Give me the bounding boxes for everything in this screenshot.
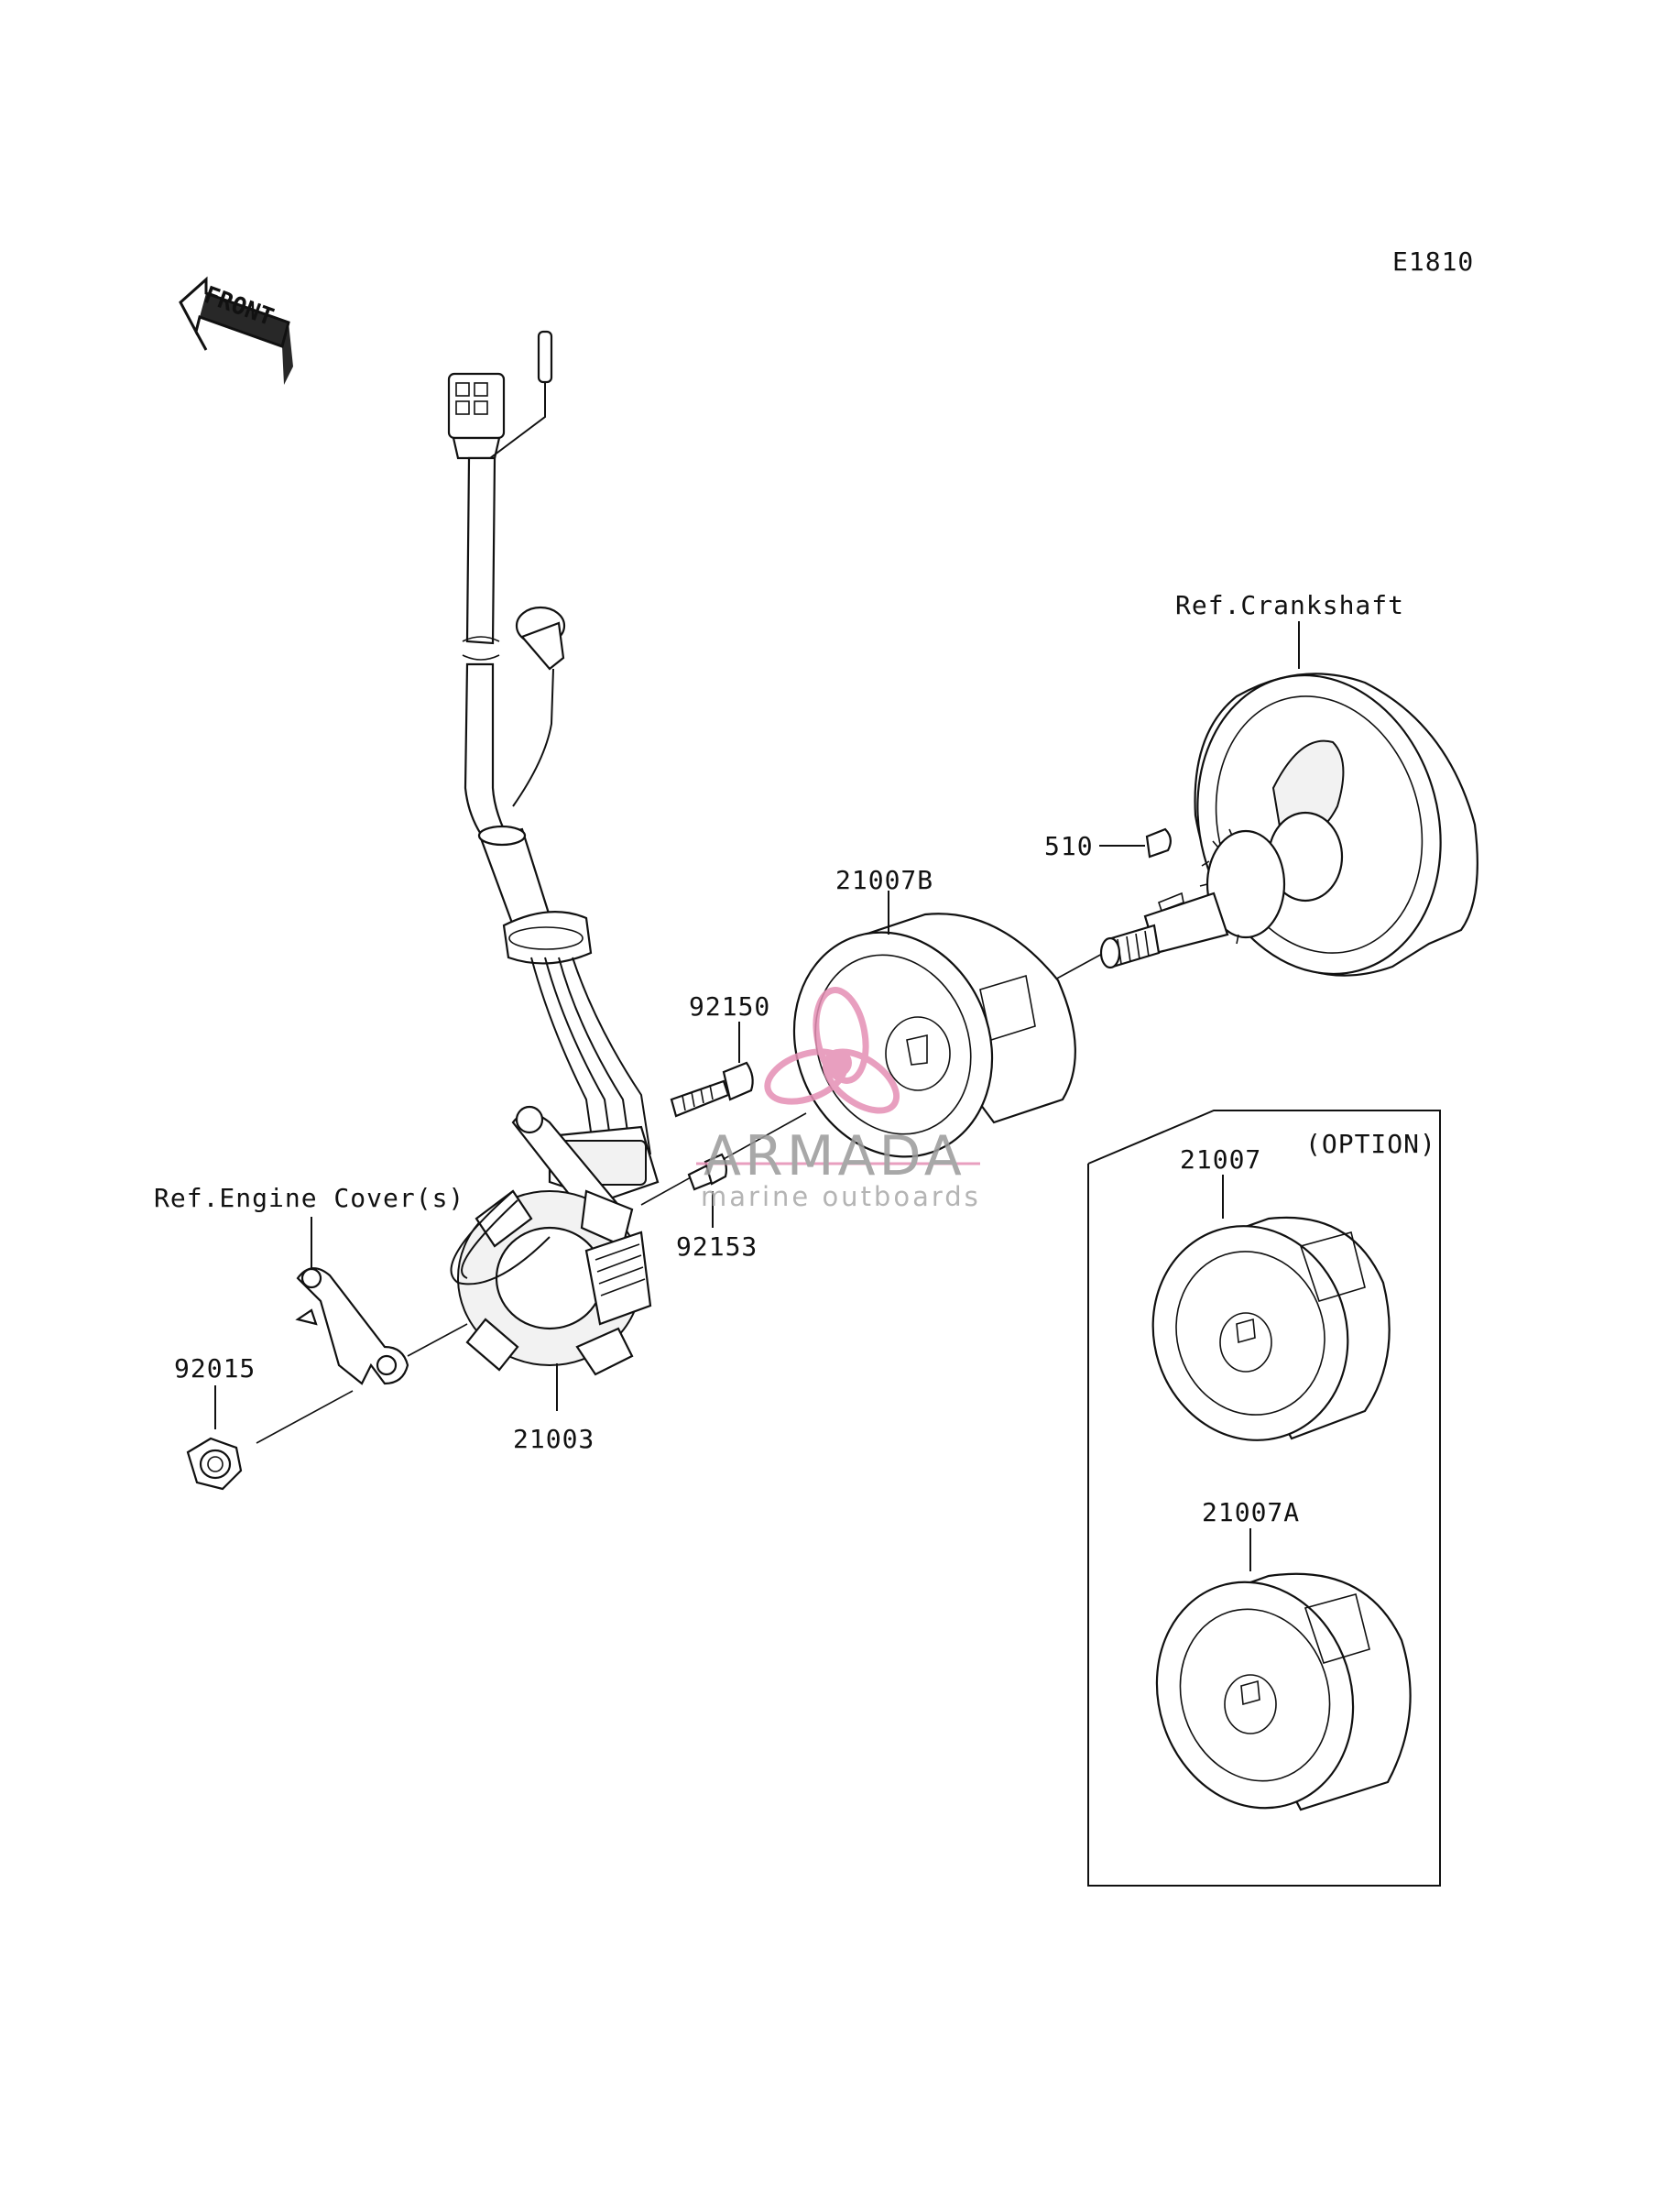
part-number-92150: 92150 bbox=[689, 991, 770, 1022]
option-label: (OPTION) bbox=[1305, 1129, 1436, 1159]
armada-watermark: ARMADA marine outboards bbox=[696, 987, 981, 1212]
ref-engine-cover: Ref.Engine Cover(s) bbox=[154, 1183, 464, 1213]
bolt-92153: 92153 bbox=[676, 1153, 758, 1262]
pickup-plate: Ref.Engine Cover(s) bbox=[154, 1183, 464, 1385]
nut-92015: 92015 bbox=[174, 1353, 256, 1491]
part-number-92015: 92015 bbox=[174, 1353, 256, 1384]
wiring-harness bbox=[447, 330, 651, 1165]
part-number-21007: 21007 bbox=[1180, 1144, 1261, 1175]
rotor-21007a: 21007A bbox=[1155, 1497, 1412, 1811]
part-number-510: 510 bbox=[1044, 831, 1094, 861]
watermark-brand: ARMADA bbox=[704, 1124, 965, 1188]
part-number-92153: 92153 bbox=[676, 1231, 758, 1262]
rotor-21007b: 21007B bbox=[792, 865, 1076, 1158]
rotor-21007: 21007 bbox=[1151, 1144, 1391, 1441]
part-number-21007b: 21007B bbox=[835, 865, 933, 895]
key-510: 510 bbox=[1044, 827, 1172, 861]
ref-crankshaft: Ref.Crankshaft bbox=[1175, 590, 1404, 620]
front-arrow-icon: FRONT bbox=[179, 276, 293, 385]
stator-assembly: 21003 bbox=[450, 1105, 660, 1454]
crankshaft: Ref.Crankshaft bbox=[1099, 590, 1478, 977]
diagram-code: E1810 bbox=[1392, 246, 1474, 277]
option-box: (OPTION) 21007 21007A bbox=[1087, 1110, 1441, 1887]
bolt-92150: 92150 bbox=[670, 991, 770, 1118]
part-number-21003: 21003 bbox=[513, 1424, 595, 1454]
part-number-21007a: 21007A bbox=[1202, 1497, 1300, 1527]
propeller-logo-icon bbox=[764, 987, 900, 1114]
watermark-tagline: marine outboards bbox=[701, 1181, 981, 1212]
